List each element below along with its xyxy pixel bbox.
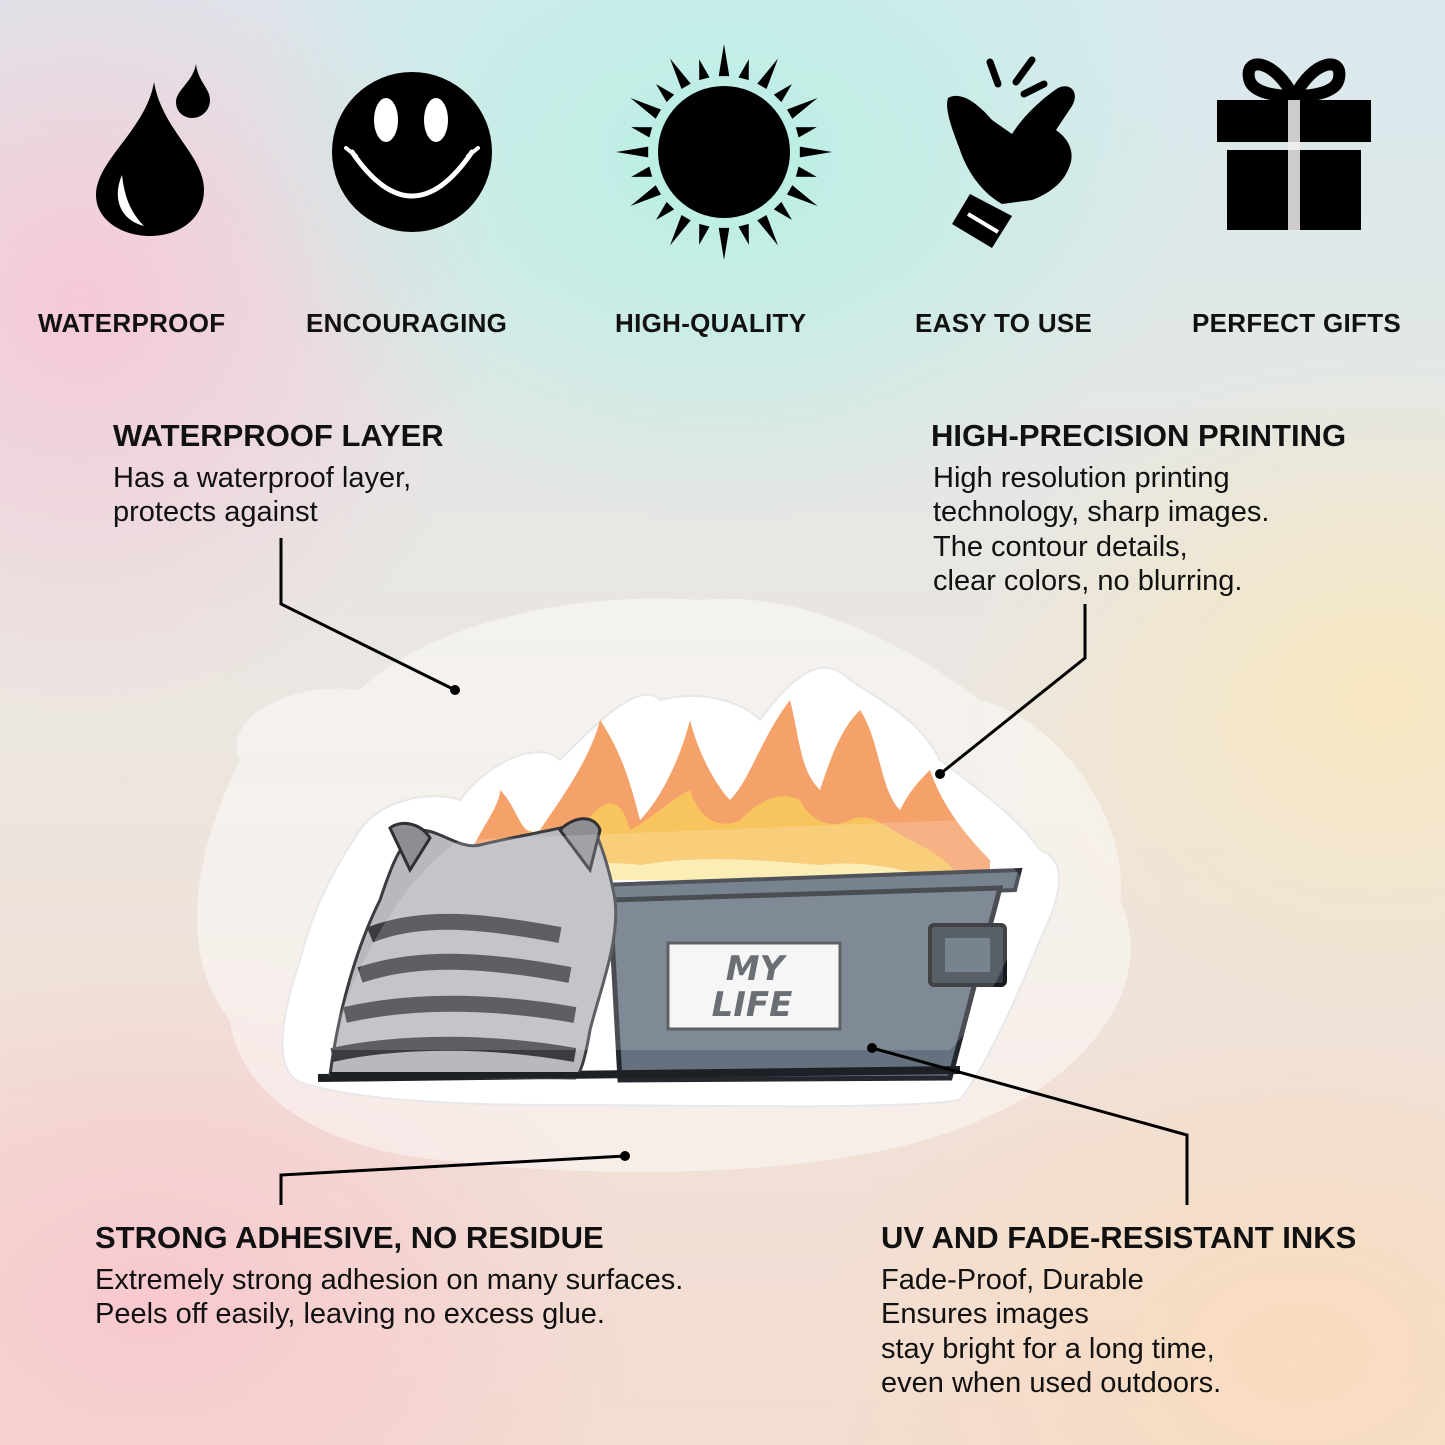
smiley-face-icon bbox=[332, 72, 492, 232]
sun-ray bbox=[799, 146, 832, 158]
water-drop-icon bbox=[96, 64, 210, 236]
sun-ray bbox=[630, 185, 662, 206]
sun-ray bbox=[616, 146, 649, 158]
sun-ray bbox=[699, 223, 710, 245]
sun-ray bbox=[631, 127, 653, 138]
feature-label-high-quality: HIGH-QUALITY bbox=[615, 308, 807, 338]
sun-ray bbox=[795, 127, 817, 138]
sun-ray bbox=[773, 84, 792, 103]
snapping-hand-icon bbox=[947, 56, 1075, 248]
callout-text-printing: High resolution printing bbox=[933, 462, 1230, 494]
callout-text-inks: stay bright for a long time, bbox=[881, 1333, 1215, 1365]
callout-text-inks: Ensures images bbox=[881, 1298, 1089, 1330]
sun-ray bbox=[738, 223, 749, 245]
dumpster-sign-line1: MY bbox=[726, 949, 788, 989]
sun-ray bbox=[670, 58, 691, 90]
sun-ray bbox=[795, 166, 817, 177]
laminate-gloss bbox=[330, 820, 1030, 1050]
sun-ray bbox=[670, 214, 691, 246]
callout-text-printing: The contour details, bbox=[933, 531, 1188, 563]
sun-ray bbox=[786, 98, 818, 119]
callout-text-printing: technology, sharp images. bbox=[933, 496, 1270, 528]
callout-text-waterproof-layer: Has a waterproof layer, bbox=[113, 462, 412, 494]
callout-title-inks: UV AND FADE-RESISTANT INKS bbox=[881, 1220, 1357, 1255]
sun-ray bbox=[773, 201, 792, 220]
callout-text-printing: clear colors, no blurring. bbox=[933, 565, 1243, 597]
callout-title-waterproof-layer: WATERPROOF LAYER bbox=[113, 418, 444, 453]
feature-label-encouraging: ENCOURAGING bbox=[306, 308, 508, 338]
sun-ray bbox=[631, 166, 653, 177]
callout-title-adhesive: STRONG ADHESIVE, NO RESIDUE bbox=[95, 1220, 604, 1255]
sun-ray bbox=[718, 44, 730, 77]
feature-label-waterproof: WATERPROOF bbox=[38, 308, 226, 338]
sun-ray bbox=[738, 59, 749, 81]
raccoon bbox=[328, 817, 618, 1080]
dumpster-sign-line2: LIFE bbox=[712, 985, 793, 1025]
callout-text-waterproof-layer: protects against bbox=[113, 496, 318, 528]
callout-text-inks: Fade-Proof, Durable bbox=[881, 1264, 1144, 1296]
sun-ray bbox=[630, 98, 662, 119]
gift-box-icon bbox=[1217, 58, 1371, 230]
feature-label-easy-to-use: EASY TO USE bbox=[915, 308, 1093, 338]
sun-ray bbox=[718, 227, 730, 260]
sun-ray bbox=[656, 201, 675, 220]
callout-text-adhesive: Peels off easily, leaving no excess glue… bbox=[95, 1298, 605, 1330]
callout-text-inks: even when used outdoors. bbox=[881, 1367, 1222, 1399]
callout-text-adhesive: Extremely strong adhesion on many surfac… bbox=[95, 1264, 684, 1296]
callout-title-printing: HIGH-PRECISION PRINTING bbox=[931, 418, 1347, 453]
sun-ray bbox=[757, 58, 778, 90]
feature-label-perfect-gifts: PERFECT GIFTS bbox=[1192, 308, 1402, 338]
dumpster: MY LIFE bbox=[317, 867, 1023, 1083]
sticker-illustration: MY LIFE bbox=[197, 598, 1131, 1172]
sun-ray bbox=[656, 84, 675, 103]
sun-ray bbox=[786, 185, 818, 206]
sun-icon bbox=[616, 44, 832, 260]
sun-ray bbox=[699, 59, 710, 81]
sun-ray bbox=[757, 214, 778, 246]
